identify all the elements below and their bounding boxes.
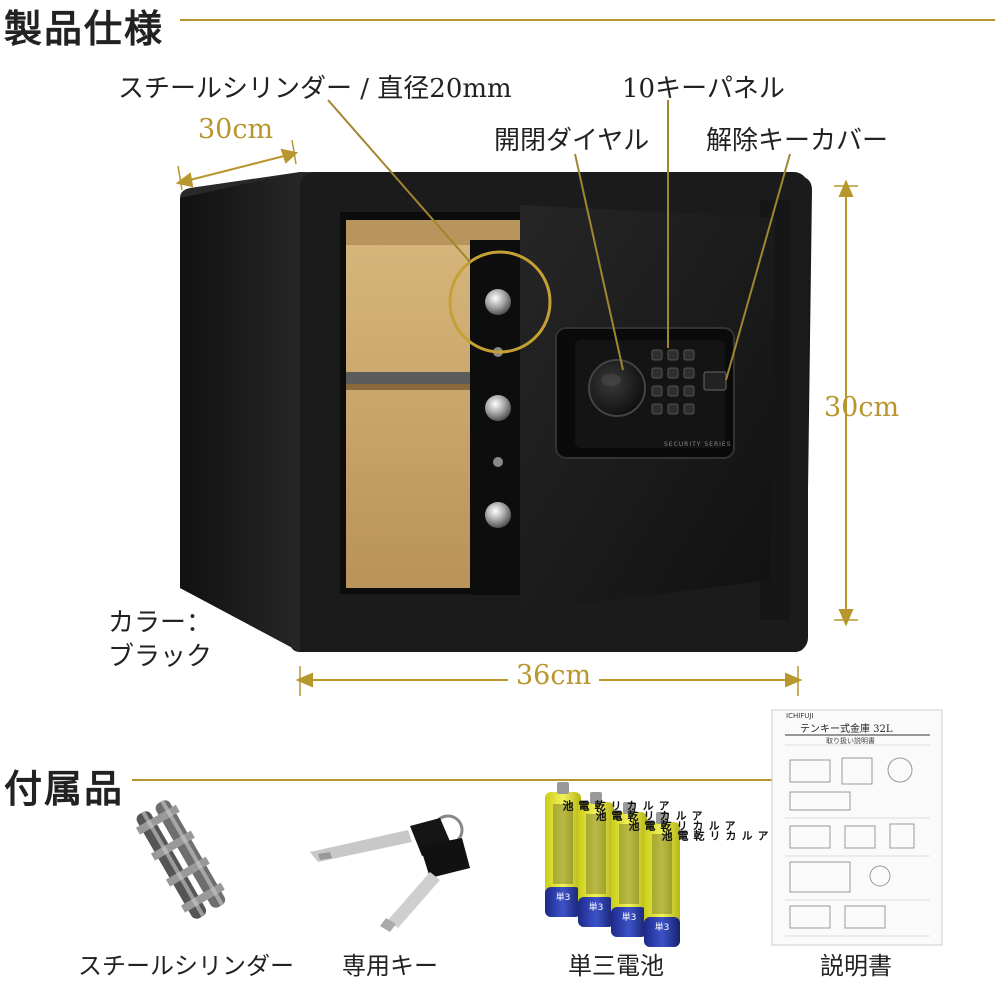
battery-size-4: 単3 <box>654 923 670 933</box>
battery-size-1: 単3 <box>555 893 571 903</box>
battery-print-4: アルカリ乾電池 <box>660 830 769 841</box>
spec-section-rule <box>180 19 995 21</box>
door-edge <box>470 240 528 595</box>
callout-lines <box>327 99 791 381</box>
spec-section-title: 製品仕様 <box>4 6 165 51</box>
accessories-section-rule <box>132 779 772 781</box>
battery-print-2: アルカリ乾電池 <box>594 810 703 821</box>
callout-keypad: 10キーパネル <box>622 74 785 104</box>
manual-subtitle: 取り扱い説明書 <box>826 737 875 745</box>
color-label-line1: カラー： <box>108 608 213 638</box>
dimension-height: 30cm <box>824 392 900 423</box>
battery-print-3: アルカリ乾電池 <box>627 820 736 831</box>
callout-key-cover: 解除キーカバー <box>706 126 889 156</box>
manual-brand: ICHIFUJI <box>786 712 814 720</box>
aa-battery-image <box>545 782 680 947</box>
dimension-ticks <box>177 139 858 696</box>
accessory-caption-battery: 単三電池 <box>568 952 664 980</box>
manual-image <box>771 709 943 946</box>
cylinder-highlight-ring <box>448 250 552 354</box>
dimension-depth: 30cm <box>198 114 274 145</box>
battery-print-1: アルカリ乾電池 <box>561 800 670 811</box>
callout-dial: 開閉ダイヤル <box>494 126 650 156</box>
safe-door <box>520 205 775 612</box>
color-label: カラー： ブラック <box>108 606 212 674</box>
dedicated-key-image <box>310 814 470 932</box>
accessory-caption-manual: 説明書 <box>820 952 892 980</box>
callout-steel-cylinder: スチールシリンダー / 直径20mm <box>118 74 512 104</box>
battery-size-2: 単3 <box>588 903 604 913</box>
battery-size-3: 単3 <box>621 913 637 923</box>
steel-cylinder-image <box>135 800 226 919</box>
accessories-section-title: 付属品 <box>4 766 125 811</box>
color-label-line2: ブラック <box>108 642 213 672</box>
manual-title: テンキー式金庫 32L <box>800 724 893 735</box>
accessory-caption-key: 専用キー <box>342 952 438 980</box>
dimension-width: 36cm <box>508 660 600 691</box>
panel-brand-text: SECURITY SERIES <box>664 441 732 448</box>
accessory-caption-cylinder: スチールシリンダー <box>78 952 294 980</box>
